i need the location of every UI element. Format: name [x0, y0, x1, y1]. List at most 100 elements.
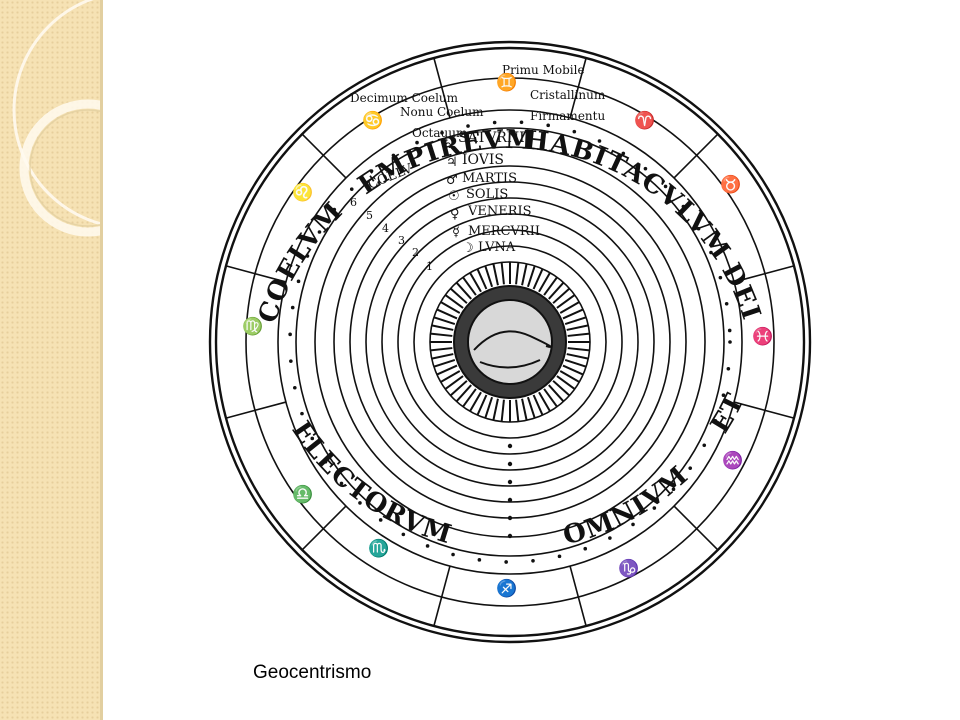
mars-icon: ♂ — [446, 173, 458, 188]
label-solis: SOLIS — [466, 187, 508, 202]
fire-sphere-ray — [515, 262, 520, 285]
star — [305, 254, 310, 258]
aquarius-icon: ♒ — [722, 450, 743, 471]
ring-text-habitaculum: HABITACVLVM — [523, 125, 735, 266]
fire-sphere-ray — [433, 358, 456, 368]
ring-text-electorum: ELECTORVM — [286, 416, 455, 550]
star — [519, 120, 524, 125]
fire-sphere-ray — [538, 272, 551, 293]
fire-sphere-ray — [455, 384, 472, 403]
star — [663, 184, 668, 189]
star — [531, 558, 535, 563]
fire-sphere-ray — [462, 388, 477, 408]
venus-icon: ♀ — [450, 207, 460, 222]
fire-sphere-ray — [538, 391, 551, 412]
zodiac-divider — [569, 565, 587, 627]
fire-sphere-ray — [500, 399, 505, 422]
star — [557, 554, 562, 559]
decorative-arc-large — [12, 0, 100, 226]
zodiac-divider — [733, 265, 795, 283]
earth-globe — [467, 299, 553, 385]
sphere-ring — [295, 127, 725, 557]
fire-sphere-ray — [484, 396, 494, 419]
fire-sphere-ray — [532, 394, 544, 416]
sphere-ring — [214, 46, 806, 638]
sphere-number-2: 2 — [412, 246, 419, 259]
fire-sphere-ray — [484, 265, 494, 288]
star — [709, 250, 713, 255]
zodiac-divider — [225, 401, 287, 419]
fire-sphere-ray — [430, 332, 453, 337]
gemini-icon: ♊ — [496, 72, 517, 93]
label-luna: LVNA — [478, 240, 516, 255]
star — [451, 552, 455, 557]
label-veneris: VENERIS — [467, 204, 532, 219]
star — [507, 533, 513, 539]
fire-sphere-ray — [521, 398, 528, 421]
label-cristallinum: Cristallinum — [530, 88, 606, 102]
fire-sphere-ray — [543, 276, 558, 296]
fire-sphere-ray — [444, 294, 464, 309]
svg-text:DEI: DEI — [715, 258, 766, 324]
star — [572, 129, 577, 134]
star — [608, 536, 612, 540]
star — [323, 460, 328, 464]
fire-sphere-ray — [562, 308, 584, 320]
zodiac-divider — [433, 57, 451, 119]
jupiter-icon: ♃ — [446, 155, 458, 170]
star — [349, 187, 354, 191]
fire-sphere-ray — [566, 324, 589, 331]
ring-text-et: ET — [705, 389, 750, 439]
star — [721, 393, 726, 398]
sphere-number-4: 4 — [382, 222, 389, 235]
zodiac-divider — [225, 265, 287, 283]
sphere-number-3: 3 — [398, 234, 405, 247]
star — [713, 419, 718, 423]
earth-landmass — [473, 330, 552, 351]
star — [696, 226, 701, 231]
star — [504, 560, 508, 564]
virgo-icon: ♍ — [242, 316, 263, 337]
leo-icon: ♌ — [292, 182, 313, 203]
star — [492, 120, 497, 125]
star — [681, 204, 686, 209]
aries-icon: ♈ — [634, 110, 655, 131]
fire-sphere-ray — [566, 353, 589, 360]
fire-sphere-ray — [556, 375, 576, 390]
star — [296, 279, 301, 284]
fire-sphere-ray — [436, 308, 458, 320]
sphere-ring — [397, 229, 623, 455]
star — [643, 166, 648, 171]
fire-sphere-ray — [492, 263, 499, 286]
fire-sphere-ray — [444, 375, 464, 390]
fire-sphere-ray — [515, 399, 520, 422]
fire-sphere-ray — [449, 380, 468, 397]
zodiac-divider — [673, 505, 719, 551]
star — [507, 479, 513, 485]
fire-sphere-ray — [476, 394, 488, 416]
star — [358, 501, 362, 505]
fire-sphere-ray — [500, 262, 505, 285]
caption: Geocentrismo — [253, 662, 372, 683]
fire-sphere-ray — [532, 268, 544, 290]
label-saturni: SATVRNI — [458, 130, 525, 146]
star — [702, 443, 707, 448]
fire-sphere-ray — [526, 265, 536, 288]
fire-sphere-ray — [476, 268, 488, 290]
fire-sphere-ray — [567, 332, 590, 337]
fire-sphere-ray — [462, 276, 477, 296]
decorative-arc-small — [19, 99, 100, 237]
star — [671, 487, 676, 492]
label-primum-mobile: Primu Mobile — [502, 63, 585, 77]
star — [597, 139, 602, 143]
decorative-arcs — [12, 0, 100, 237]
firmament-stars — [288, 120, 732, 564]
fire-sphere-ray — [469, 391, 482, 412]
zodiac-divider — [433, 565, 451, 627]
fire-sphere-ray — [440, 301, 461, 314]
fire-sphere-ray — [455, 281, 472, 300]
star — [727, 328, 732, 333]
star — [724, 301, 729, 306]
star — [317, 230, 322, 234]
star — [290, 305, 295, 310]
